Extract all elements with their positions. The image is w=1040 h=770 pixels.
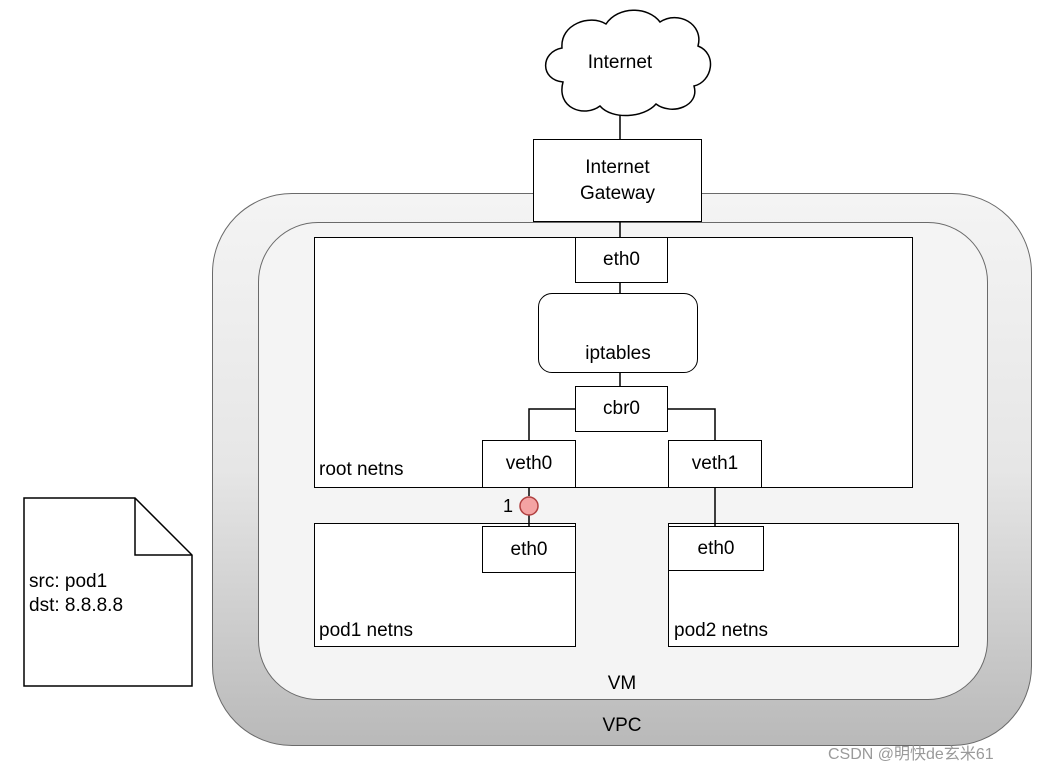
internet-label: Internet: [587, 52, 653, 73]
cbr0-box: cbr0: [575, 386, 668, 432]
veth0-box: veth0: [482, 440, 576, 488]
iptables-label: iptables: [585, 343, 651, 364]
packet-details: src: pod1 dst: 8.8.8.8: [29, 570, 123, 618]
step-marker-dot: [519, 496, 539, 516]
internet-gateway-box: Internet Gateway: [533, 139, 702, 222]
step-marker-number: 1: [503, 496, 514, 516]
packet-src: src: pod1: [29, 571, 108, 592]
pod2-netns-label: pod2 netns: [674, 620, 769, 641]
root-eth0-box: eth0: [575, 237, 668, 283]
packet-document-icon: [23, 497, 193, 687]
vm-label: VM: [607, 673, 637, 694]
vpc-label: VPC: [602, 715, 642, 736]
cbr0-veth1-link: [667, 408, 716, 440]
gateway-label-line2: Gateway: [580, 182, 655, 204]
root-netns-label: root netns: [319, 459, 404, 480]
pod1-netns-label: pod1 netns: [319, 620, 414, 641]
internet-cloud-icon: [545, 9, 712, 117]
veth1-box: veth1: [668, 440, 762, 488]
watermark: CSDN @明快de玄米61: [828, 746, 994, 763]
packet-dst: dst: 8.8.8.8: [29, 595, 124, 616]
cbr0-veth0-link: [528, 408, 576, 440]
pod1-eth0-box: eth0: [482, 526, 576, 573]
pod2-eth0-box: eth0: [668, 526, 764, 571]
iptables-box: iptables: [538, 293, 698, 373]
gateway-label-line1: Internet: [585, 156, 650, 178]
